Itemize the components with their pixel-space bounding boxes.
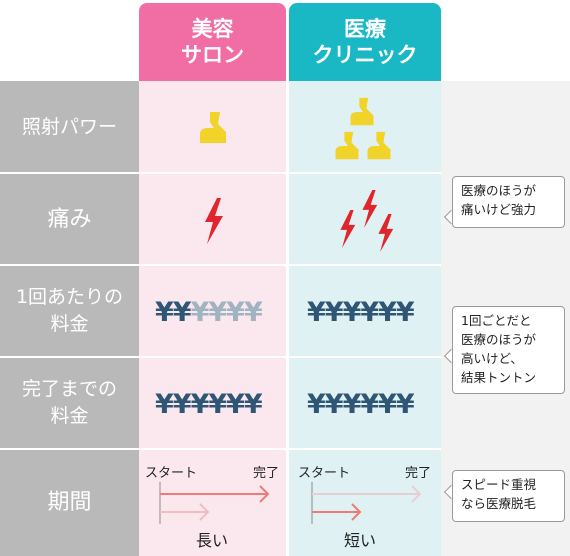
note-period-line2: なら医療脱毛 xyxy=(461,496,537,511)
clinic-header: 医療 クリニック xyxy=(289,3,441,81)
clinic-header-line1: 医療 xyxy=(344,17,386,41)
clinic-start-label: スタート xyxy=(298,466,351,481)
note-pain: 医療のほうが 痛いけど強力 xyxy=(452,176,565,228)
note-pain-line2: 痛いけど強力 xyxy=(461,202,537,217)
row-label-pain: 痛み xyxy=(0,173,139,265)
note-cost-line4: 結果トントン xyxy=(461,370,537,385)
clinic-period-caption: 短い xyxy=(344,531,377,550)
row-label-period: 期間 xyxy=(0,449,139,556)
salon-start-label: スタート xyxy=(145,466,198,481)
lightning-icon xyxy=(378,214,394,252)
row-label-period-text: 期間 xyxy=(47,490,92,515)
note-cost: 1回ごとだと 医療のほうが 高いけど、 結果トントン xyxy=(452,306,565,394)
flexed-arm-icon xyxy=(350,97,374,126)
salon-per-session-yen-dim: ¥¥¥¥ xyxy=(190,297,263,328)
flexed-arm-icon xyxy=(335,131,359,160)
note-period: スピード重視 なら医療脱毛 xyxy=(452,470,565,522)
clinic-end-label: 完了 xyxy=(405,466,432,481)
salon-period-caption: 長い xyxy=(196,531,229,550)
row-label-power-text: 照射パワー xyxy=(21,115,117,138)
row-label-total: 完了までの 料金 xyxy=(0,357,139,449)
row-label-per-session: 1回あたりの 料金 xyxy=(0,265,139,357)
note-cost-line1: 1回ごとだと xyxy=(461,313,532,328)
lightning-icon xyxy=(205,198,223,244)
clinic-total-yen: ¥¥¥¥¥¥ xyxy=(307,389,415,420)
flexed-arm-icon xyxy=(367,131,391,160)
row-label-per-session-line2: 料金 xyxy=(50,313,89,335)
row-label-total-line1: 完了までの xyxy=(21,378,117,400)
salon-header-line1: 美容 xyxy=(191,17,234,41)
note-period-line1: スピード重視 xyxy=(461,477,537,492)
clinic-timeline-arrows xyxy=(311,482,422,524)
lightning-icon xyxy=(340,210,356,248)
salon-header-line2: サロン xyxy=(181,43,244,67)
salon-total-yen: ¥¥¥¥¥¥ xyxy=(155,389,263,420)
salon-timeline-arrows xyxy=(159,482,270,524)
clinic-per-session-yen: ¥¥¥¥¥¥ xyxy=(307,297,415,328)
clinic-header-line2: クリニック xyxy=(312,43,418,67)
row-divider xyxy=(0,264,441,266)
salon-end-label: 完了 xyxy=(253,466,280,481)
row-divider xyxy=(0,448,441,450)
salon-column xyxy=(139,81,286,556)
row-label-total-line2: 料金 xyxy=(50,405,89,427)
note-pain-line1: 医療のほうが xyxy=(461,183,537,198)
salon-per-session-yen-strong: ¥¥ xyxy=(155,297,192,328)
salon-per-session-yen: ¥¥¥¥¥¥ xyxy=(155,297,263,328)
note-cost-line3: 高いけど、 xyxy=(461,351,523,366)
row-divider xyxy=(0,172,441,174)
clinic-column xyxy=(289,81,441,556)
note-cost-line2: 医療のほうが xyxy=(461,332,537,347)
row-label-power: 照射パワー xyxy=(0,81,139,173)
row-label-per-session-line1: 1回あたりの xyxy=(15,286,124,308)
flexed-arm-icon xyxy=(200,112,226,143)
salon-header: 美容 サロン xyxy=(139,3,286,81)
row-divider xyxy=(0,356,441,358)
lightning-icon xyxy=(362,190,378,228)
row-label-pain-text: 痛み xyxy=(47,206,92,232)
